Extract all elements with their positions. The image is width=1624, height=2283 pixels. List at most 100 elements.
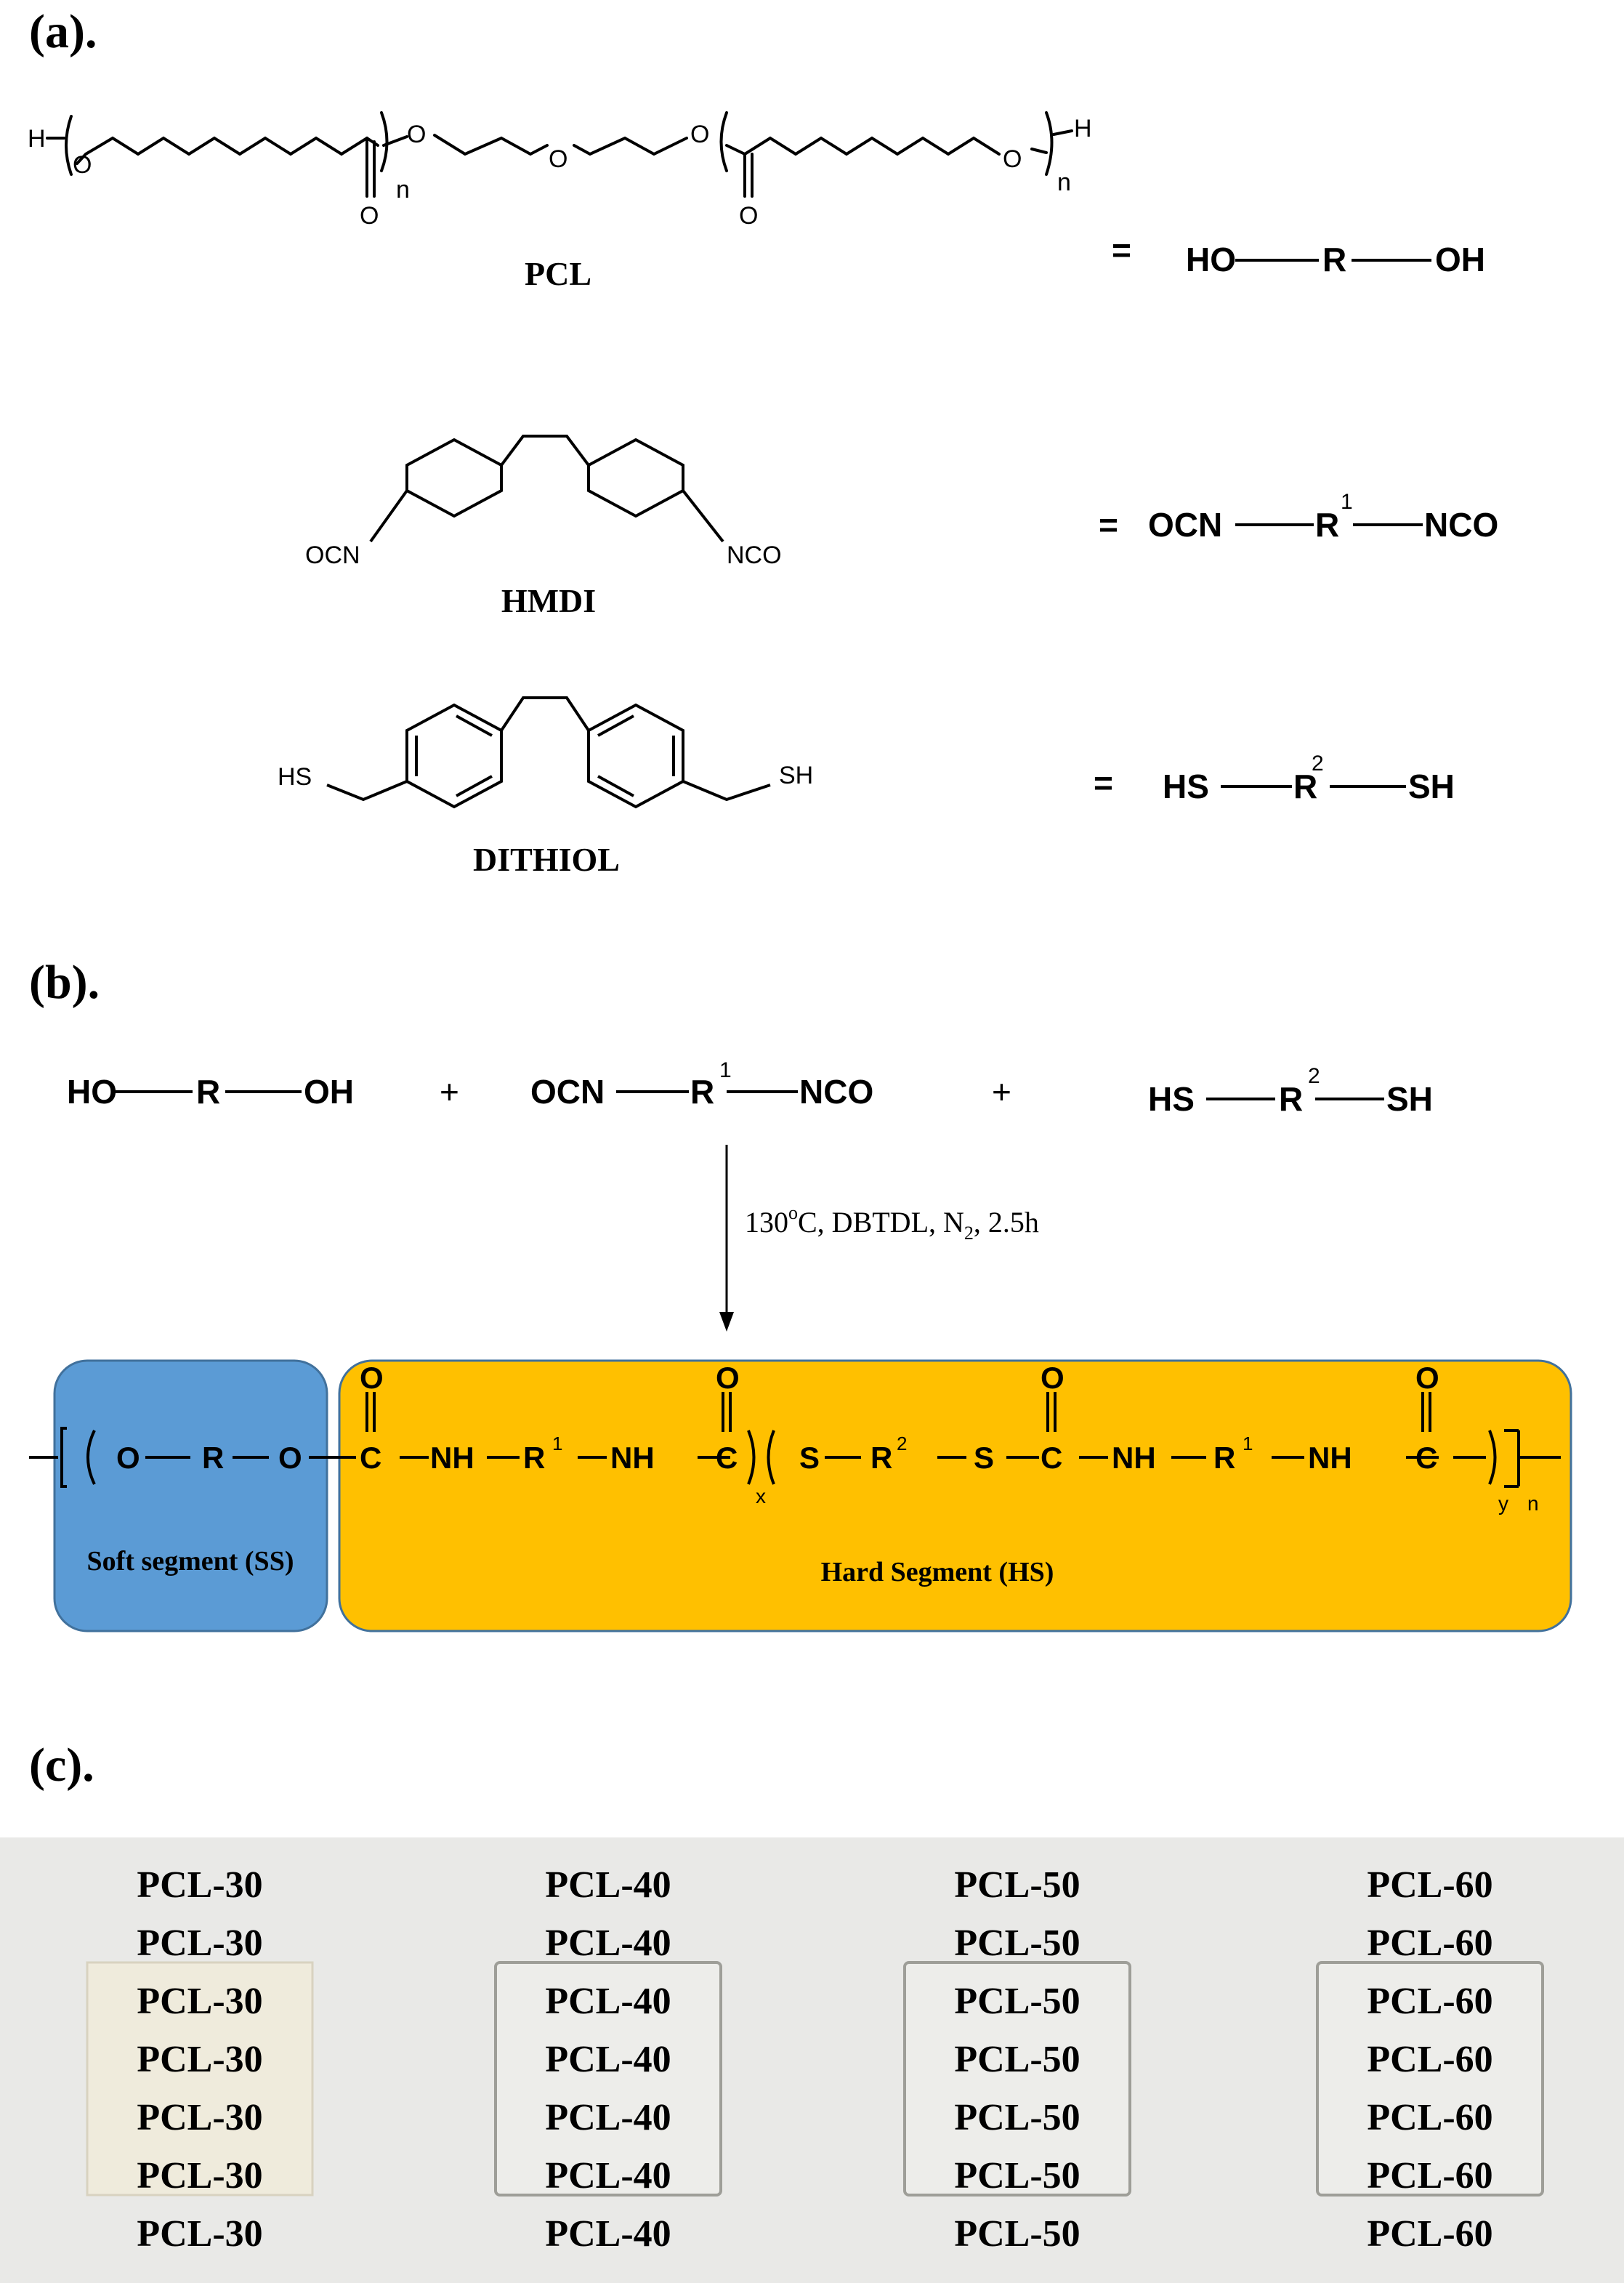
sample-films xyxy=(86,1961,1544,2197)
soft-segment-label: Soft segment (SS) xyxy=(87,1546,294,1577)
sample-label: PCL-40 xyxy=(545,1922,671,1964)
sample-label: PCL-30 xyxy=(137,1864,262,1906)
sample-label: PCL-60 xyxy=(1367,1864,1492,1906)
sample-label: PCL-40 xyxy=(545,1864,671,1906)
dithiol-generic-core: R xyxy=(1293,768,1317,805)
pcl-equals: = xyxy=(1112,231,1131,269)
sample-labels: PCL-30PCL-30PCL-30PCL-30PCL-30PCL-30PCL-… xyxy=(137,1864,1492,2255)
hmdi-right-group: NCO xyxy=(727,541,782,569)
hmdi-generic-sup: 1 xyxy=(1341,490,1353,514)
sample-label: PCL-50 xyxy=(954,2097,1080,2138)
pcl-name: PCL xyxy=(525,255,591,292)
pcl-atom-n1: n xyxy=(396,176,410,204)
pcl-atom-o1: O xyxy=(73,151,92,179)
cond-sub: 2 xyxy=(964,1223,974,1244)
reactant3-left: HS xyxy=(1148,1080,1195,1118)
sample-film-3 xyxy=(903,1961,1131,2197)
prod-o-carb-2: O xyxy=(716,1361,740,1395)
pcl-generic-right: OH xyxy=(1435,241,1485,278)
reactant1-right: OH xyxy=(304,1073,354,1111)
reactant1-left: HO xyxy=(67,1073,117,1111)
hmdi-left-group: OCN xyxy=(305,541,360,569)
hmdi-generic-core: R xyxy=(1315,506,1339,544)
reactant2-left: OCN xyxy=(530,1073,605,1111)
reactant3-core: R xyxy=(1279,1080,1303,1118)
reactant3-right: SH xyxy=(1386,1080,1433,1118)
sample-label: PCL-60 xyxy=(1367,1922,1492,1964)
pcl-atom-o-end: O xyxy=(1003,145,1022,173)
hmdi-name: HMDI xyxy=(501,582,596,619)
prod-s-1: S xyxy=(799,1441,820,1475)
cond-temp: 130 xyxy=(745,1206,788,1239)
dithiol-name: DITHIOL xyxy=(473,841,620,878)
dithiol-generic: = HS R 2 SH xyxy=(1094,752,1455,805)
reaction-conditions: 130oC, DBTDL, N2, 2.5h xyxy=(745,1202,1039,1244)
prod-n: n xyxy=(1527,1492,1539,1515)
prod-o-carb-1: O xyxy=(360,1361,384,1395)
pcl-atom-o-ester1: O xyxy=(407,121,426,148)
panel-label-c: (c). xyxy=(29,1739,94,1792)
prod-nh-4: NH xyxy=(1308,1441,1352,1475)
pcl-atom-o-carbonyl2: O xyxy=(739,202,758,230)
prod-o-1: O xyxy=(116,1441,140,1475)
hmdi-generic: = OCN R 1 NCO xyxy=(1099,490,1498,544)
hard-segment-label: Hard Segment (HS) xyxy=(821,1557,1054,1587)
sample-label: PCL-40 xyxy=(545,2155,671,2197)
pcl-atom-n2: n xyxy=(1057,169,1071,196)
sample-label: PCL-30 xyxy=(137,2213,262,2255)
sample-film-1 xyxy=(86,1961,314,2197)
sample-label: PCL-50 xyxy=(954,2213,1080,2255)
pcl-generic-core: R xyxy=(1322,241,1346,278)
sample-film-2 xyxy=(494,1961,722,2197)
sample-label: PCL-50 xyxy=(954,2039,1080,2080)
sample-label: PCL-40 xyxy=(545,2213,671,2255)
prod-c-4: C xyxy=(1415,1441,1437,1475)
prod-r1-2: R xyxy=(1213,1441,1235,1475)
reactant1-core: R xyxy=(196,1073,220,1111)
sample-label: PCL-40 xyxy=(545,1981,671,2022)
hmdi-structure xyxy=(369,435,724,543)
prod-c-2: C xyxy=(716,1441,738,1475)
plus-1: + xyxy=(440,1073,459,1111)
reactant2-sup: 1 xyxy=(719,1058,732,1082)
pcl-atom-o-ester2: O xyxy=(690,121,709,148)
sample-label: PCL-50 xyxy=(954,1864,1080,1906)
dithiol-left-group: HS xyxy=(278,763,312,791)
dithiol-structure xyxy=(326,696,771,809)
prod-r: R xyxy=(202,1441,224,1475)
sample-label: PCL-40 xyxy=(545,2039,671,2080)
sample-label: PCL-60 xyxy=(1367,2097,1492,2138)
sample-label: PCL-50 xyxy=(954,2155,1080,2197)
prod-nh-2: NH xyxy=(610,1441,655,1475)
sample-label: PCL-60 xyxy=(1367,1981,1492,2022)
prod-sup1-1: 1 xyxy=(552,1433,562,1454)
reactant2-right: NCO xyxy=(799,1073,873,1111)
sample-film-4 xyxy=(1316,1961,1544,2197)
pcl-atom-o-ether: O xyxy=(549,145,567,173)
sample-label: PCL-50 xyxy=(954,1922,1080,1964)
hmdi-equals: = xyxy=(1099,506,1118,544)
pcl-generic: = HO R OH xyxy=(1112,231,1485,278)
panel-label-b: (b). xyxy=(29,956,100,1009)
prod-x: x xyxy=(756,1485,766,1507)
pcl-structure xyxy=(46,111,1073,198)
prod-o-carb-3: O xyxy=(1041,1361,1065,1395)
pcl-atom-h-right: H xyxy=(1074,115,1092,142)
prod-s-2: S xyxy=(974,1441,994,1475)
prod-r2: R xyxy=(870,1441,892,1475)
prod-r1-1: R xyxy=(523,1441,545,1475)
pcl-atom-o-carbonyl1: O xyxy=(360,202,379,230)
prod-o-2: O xyxy=(278,1441,302,1475)
prod-c-1: C xyxy=(360,1441,381,1475)
reactant3-sup: 2 xyxy=(1308,1064,1320,1088)
prod-sup2: 2 xyxy=(897,1433,907,1454)
sample-label: PCL-40 xyxy=(545,2097,671,2138)
hmdi-generic-left: OCN xyxy=(1148,506,1222,544)
pcl-atom-h-left: H xyxy=(28,125,46,153)
prod-o-carb-4: O xyxy=(1415,1361,1439,1395)
sample-label: PCL-30 xyxy=(137,2039,262,2080)
prod-sup1-2: 1 xyxy=(1243,1433,1253,1454)
sample-label: PCL-30 xyxy=(137,2097,262,2138)
sample-label: PCL-60 xyxy=(1367,2213,1492,2255)
